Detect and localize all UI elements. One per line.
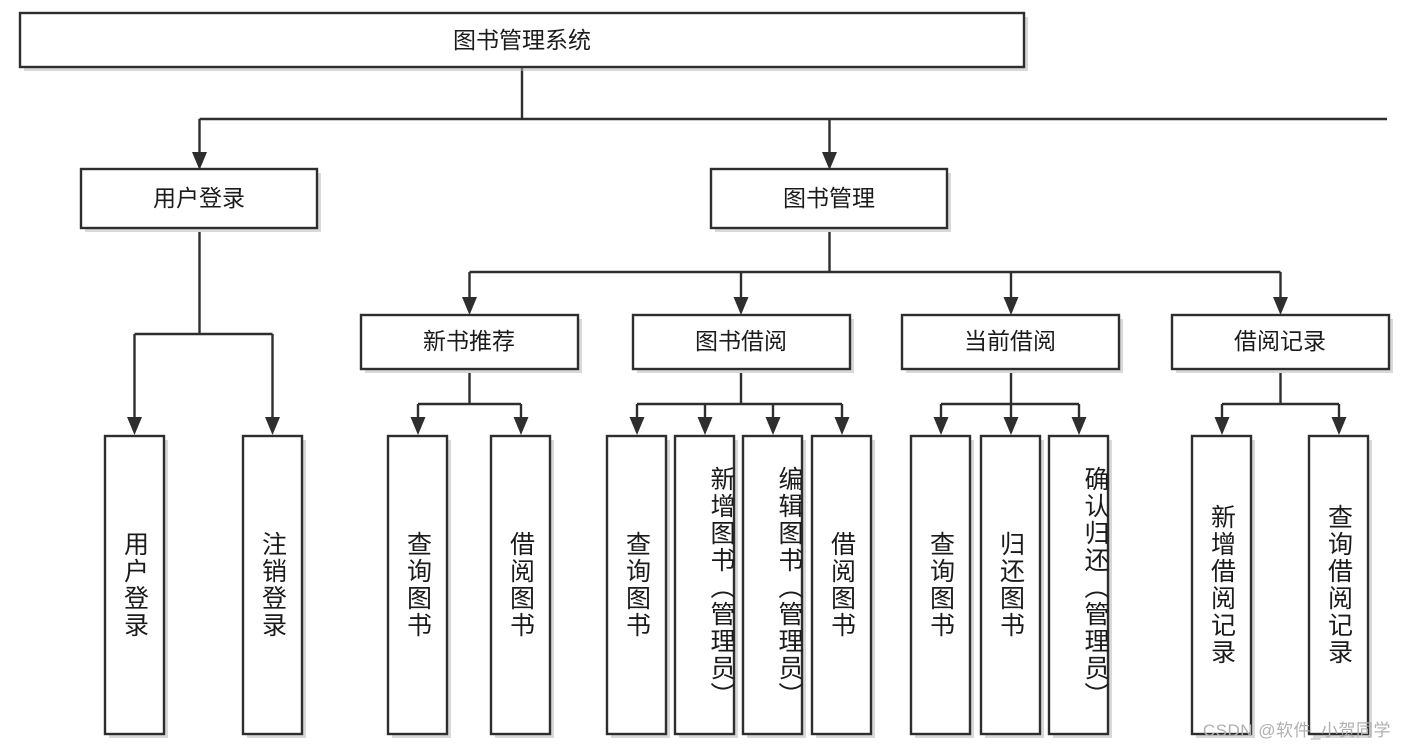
leaf-box-borrow-borrow-book[interactable] xyxy=(810,434,875,738)
node-borrow-record-label: 借阅记录 xyxy=(1234,328,1326,354)
connector-borrowrecord-to-leaves xyxy=(1214,373,1347,435)
leaf-box-cur-query-book[interactable] xyxy=(909,434,974,738)
node-new-book-recommend-label: 新书推荐 xyxy=(423,328,515,354)
node-user-login[interactable]: 用户登录 xyxy=(79,167,321,232)
connector-newbook-to-leaves xyxy=(410,373,529,435)
node-borrow-record[interactable]: 借阅记录 xyxy=(1170,313,1393,373)
connector-root-to-level1 xyxy=(192,68,1387,170)
node-new-book-recommend[interactable]: 新书推荐 xyxy=(359,313,582,373)
node-book-borrow-label: 图书借阅 xyxy=(695,328,787,354)
leaf-box-cur-confirm-return[interactable] xyxy=(1047,434,1112,738)
node-root[interactable]: 图书管理系统 xyxy=(18,11,1028,71)
leaf-box-borrow-add-book[interactable] xyxy=(673,434,738,738)
connector-userlogin-to-leaves xyxy=(127,232,280,435)
node-book-manage-label: 图书管理 xyxy=(783,185,875,211)
connector-currentborrow-to-leaves xyxy=(933,373,1087,435)
node-book-borrow[interactable]: 图书借阅 xyxy=(631,313,854,373)
leaf-box-borrow-query-book[interactable] xyxy=(605,434,670,738)
leaf-box-rec-borrow-book[interactable] xyxy=(489,434,554,738)
connector-bookborrow-to-leaves xyxy=(629,373,850,435)
leaf-box-login-query[interactable] xyxy=(103,434,168,738)
leaf-box-rec-query-record[interactable] xyxy=(1307,434,1372,738)
leaf-box-login-logout[interactable] xyxy=(241,434,306,738)
node-current-borrow[interactable]: 当前借阅 xyxy=(900,313,1123,373)
leaf-box-rec-add-record[interactable] xyxy=(1190,434,1255,738)
leaf-box-borrow-edit-book[interactable] xyxy=(741,434,806,738)
node-root-label: 图书管理系统 xyxy=(453,27,591,53)
leaf-box-cur-return-book[interactable] xyxy=(979,434,1044,738)
node-user-login-label: 用户登录 xyxy=(153,185,245,211)
node-current-borrow-label: 当前借阅 xyxy=(964,328,1056,354)
connector-bookmanage-to-level2 xyxy=(462,232,1288,315)
leaf-boxes xyxy=(103,434,1372,738)
leaf-box-rec-query-book[interactable] xyxy=(386,434,451,738)
node-book-manage[interactable]: 图书管理 xyxy=(709,167,951,232)
csdn-watermark: CSDN @软件_小贺同学 xyxy=(1202,721,1391,740)
